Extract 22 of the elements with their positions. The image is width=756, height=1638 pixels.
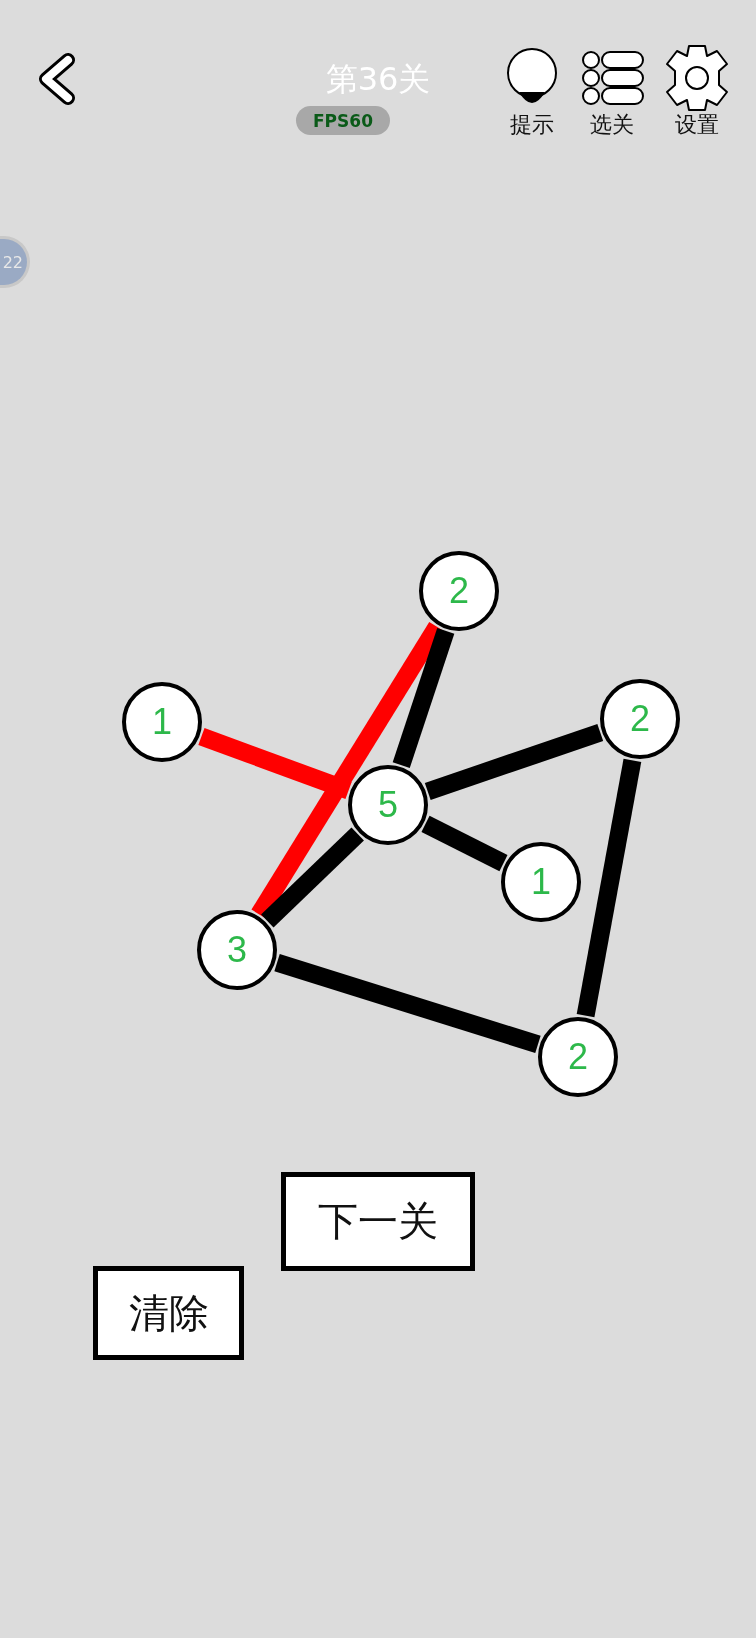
level-select-label: 选关: [590, 111, 634, 139]
game-button: 清除: [93, 1266, 244, 1360]
number-text: 2: [449, 570, 469, 612]
connecting-line: [198, 728, 352, 799]
connecting-line: [392, 628, 455, 768]
number-circle: [348, 765, 428, 845]
fps-badge: FPS60: [296, 106, 390, 135]
number-text: 2: [630, 698, 650, 740]
number-text: 2: [568, 1036, 588, 1078]
connecting-line: [274, 954, 541, 1053]
connecting-line: [261, 827, 364, 928]
connecting-line: [421, 815, 508, 872]
number-text: 1: [152, 701, 172, 743]
number-text: 5: [378, 784, 398, 826]
connecting-line: [424, 724, 604, 800]
game-button: 下一关: [281, 1172, 475, 1271]
floating-badge: 22: [0, 236, 30, 288]
connecting-line: [576, 758, 642, 1018]
number-text: 1: [531, 861, 551, 903]
hint-label: 提示: [510, 111, 554, 139]
number-text: 3: [227, 929, 247, 971]
settings-label: 设置: [675, 111, 719, 139]
